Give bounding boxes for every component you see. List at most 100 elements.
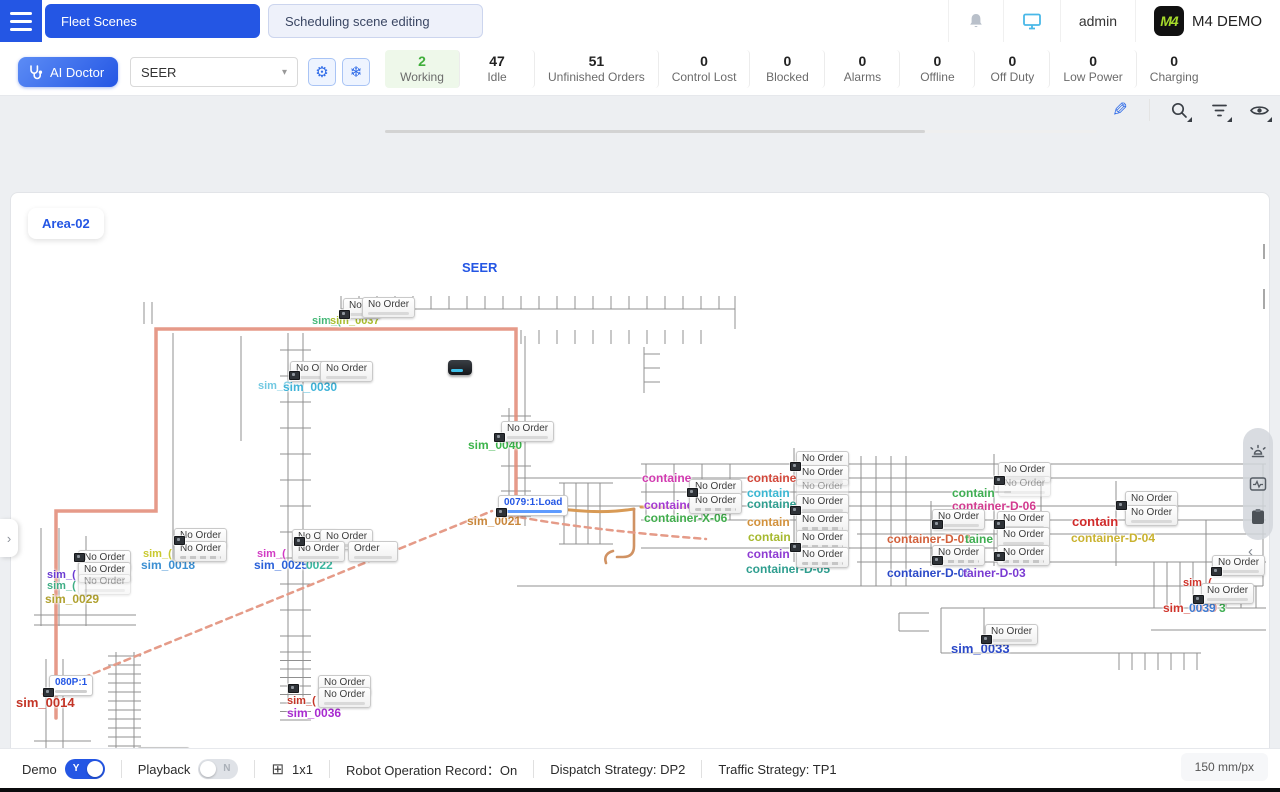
robot-marker[interactable]	[494, 433, 505, 442]
stats-scrollbar[interactable]	[385, 130, 925, 133]
robot-marker[interactable]	[994, 520, 1005, 529]
robot-marker[interactable]	[994, 476, 1005, 485]
demo-toggle[interactable]: Y	[64, 759, 105, 779]
robot-marker[interactable]	[289, 371, 300, 380]
demo-group: Demo Y	[0, 759, 121, 779]
chevron-left-icon: ‹	[1248, 543, 1253, 560]
brand-name: M4 DEMO	[1191, 12, 1262, 30]
settings-button[interactable]: ⚙	[308, 58, 336, 86]
robot-marker[interactable]	[174, 536, 185, 545]
grid-layout-value: 1x1	[292, 761, 313, 777]
stat-label: Blocked	[766, 70, 809, 84]
robot-marker[interactable]	[74, 553, 85, 562]
robot-marker[interactable]	[288, 684, 299, 693]
grid-icon: ⊞	[271, 760, 285, 778]
robot-marker[interactable]	[932, 520, 943, 529]
ai-doctor-button[interactable]: AI Doctor	[18, 57, 119, 87]
statusbar-divider	[254, 760, 256, 778]
alarm-light-icon	[1250, 444, 1266, 458]
stat-value: 0	[933, 53, 942, 69]
visibility-button[interactable]	[1248, 99, 1272, 122]
monitor-view-button[interactable]	[1002, 0, 1060, 42]
scene-select-dropdown[interactable]: SEER ▾	[130, 57, 298, 87]
robot-marker[interactable]	[981, 635, 992, 644]
playback-toggle[interactable]: N	[198, 759, 239, 779]
robot-marker[interactable]	[496, 508, 507, 517]
robot-marker[interactable]	[1193, 595, 1204, 604]
robot-marker[interactable]	[932, 556, 943, 565]
tab-fleet-scenes[interactable]: Fleet Scenes	[45, 4, 260, 38]
left-panel-expander[interactable]: ›	[0, 519, 18, 557]
clipboard-panel-button[interactable]	[1248, 506, 1268, 526]
alarm-panel-button[interactable]	[1248, 442, 1268, 462]
grid-layout-group[interactable]: ⊞ 1x1	[255, 762, 329, 777]
stat-label: Off Duty	[990, 70, 1035, 84]
top-header: Fleet Scenes Scheduling scene editing ad…	[0, 0, 1280, 42]
freeze-button[interactable]: ❄	[342, 58, 370, 86]
right-side-panel	[1243, 428, 1273, 540]
stats-scrollbar-track	[385, 130, 1097, 133]
toolbar-icons: ✎	[1109, 99, 1272, 122]
statusbar-divider	[120, 760, 122, 778]
demo-label: Demo	[22, 761, 57, 777]
user-menu[interactable]: admin	[1059, 0, 1135, 42]
traffic-strategy: Traffic Strategy: TP1	[718, 761, 837, 777]
status-bar: Demo Y Playback N ⊞ 1x1 Robot Operation …	[0, 748, 1280, 789]
area-badge[interactable]: Area-02	[28, 208, 104, 239]
tab-scheduling-scene-editing[interactable]: Scheduling scene editing	[268, 4, 483, 38]
stat-value: 0	[1170, 53, 1179, 69]
robot-marker[interactable]	[687, 488, 698, 497]
eye-icon	[1249, 105, 1269, 115]
toggle-knob	[86, 761, 103, 777]
playback-toggle-state: N	[223, 763, 231, 774]
monitor-icon	[1022, 13, 1041, 30]
robot-marker[interactable]	[790, 543, 801, 552]
robot-marker[interactable]	[1211, 567, 1222, 576]
hamburger-menu-button[interactable]	[0, 0, 42, 42]
stat-label: Low Power	[1063, 70, 1123, 84]
robot-marker[interactable]	[339, 310, 350, 319]
stat-label: Working	[400, 70, 444, 84]
scene-select-value: SEER	[141, 64, 177, 80]
robot-3d-icon[interactable]	[448, 360, 472, 375]
stat-label: Unfinished Orders	[548, 70, 645, 84]
search-button[interactable]	[1168, 99, 1192, 122]
snowflake-icon: ❄	[349, 64, 363, 81]
toggle-knob	[200, 761, 217, 777]
monitor-pulse-panel-button[interactable]	[1248, 474, 1268, 494]
notification-bell-button[interactable]	[947, 0, 1003, 42]
dispatch-strategy: Dispatch Strategy: DP2	[550, 761, 686, 777]
map-scale-indicator: 150 mm/px	[1180, 753, 1268, 781]
search-icon	[1171, 102, 1187, 118]
stat-label: Offline	[920, 70, 955, 84]
stat-label: Charging	[1149, 70, 1199, 84]
robot-marker[interactable]	[1116, 501, 1127, 510]
robot-marker[interactable]	[294, 537, 305, 546]
robot-marker[interactable]	[790, 506, 801, 515]
robot-marker[interactable]	[790, 462, 801, 471]
edit-robots-button[interactable]: ✎	[1109, 99, 1131, 121]
stat-value: 51	[588, 53, 605, 69]
m4-logo: M4	[1153, 6, 1184, 36]
robot-operation-record: Robot Operation Record：On	[345, 762, 518, 778]
robot-marker[interactable]	[43, 688, 54, 697]
right-panel-collapse[interactable]: ‹	[1248, 543, 1253, 560]
screen-edge	[0, 788, 1280, 792]
robot-marker[interactable]	[994, 552, 1005, 561]
playback-group: Playback N	[122, 759, 255, 779]
filter-button[interactable]	[1208, 99, 1232, 122]
